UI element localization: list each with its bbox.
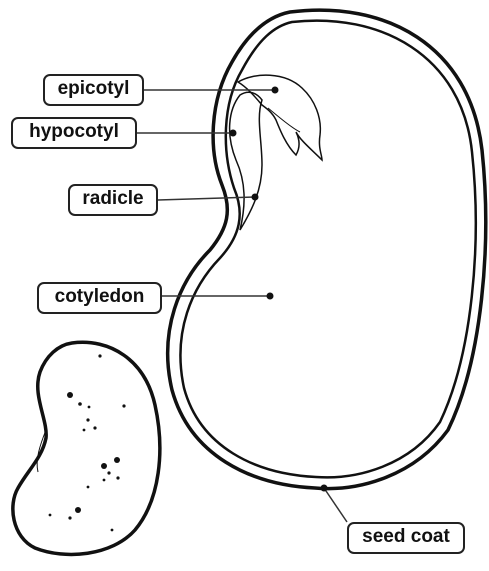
leaf-vein bbox=[268, 108, 300, 132]
epicotyl-label: epicotyl bbox=[43, 74, 144, 106]
seed-coat-outline bbox=[168, 10, 486, 488]
cotyledon-dot bbox=[267, 293, 274, 300]
embryo-axis-outline bbox=[230, 92, 262, 230]
hypocotyl-label: hypocotyl bbox=[11, 117, 137, 149]
seed-coat-label: seed coat bbox=[347, 522, 465, 554]
seed-coat-dot bbox=[321, 485, 328, 492]
cotyledon-label: cotyledon bbox=[37, 282, 162, 314]
cotyledon-outline bbox=[180, 21, 475, 478]
small-bean-outline bbox=[13, 342, 160, 554]
hypocotyl-dot bbox=[230, 130, 237, 137]
radicle-label: radicle bbox=[68, 184, 158, 216]
epicotyl-dot bbox=[272, 87, 279, 94]
small-bean-speckles bbox=[49, 354, 126, 531]
radicle-dot bbox=[252, 194, 259, 201]
radicle-leader-line bbox=[158, 197, 255, 200]
seed-coat-leader-line bbox=[324, 488, 347, 522]
